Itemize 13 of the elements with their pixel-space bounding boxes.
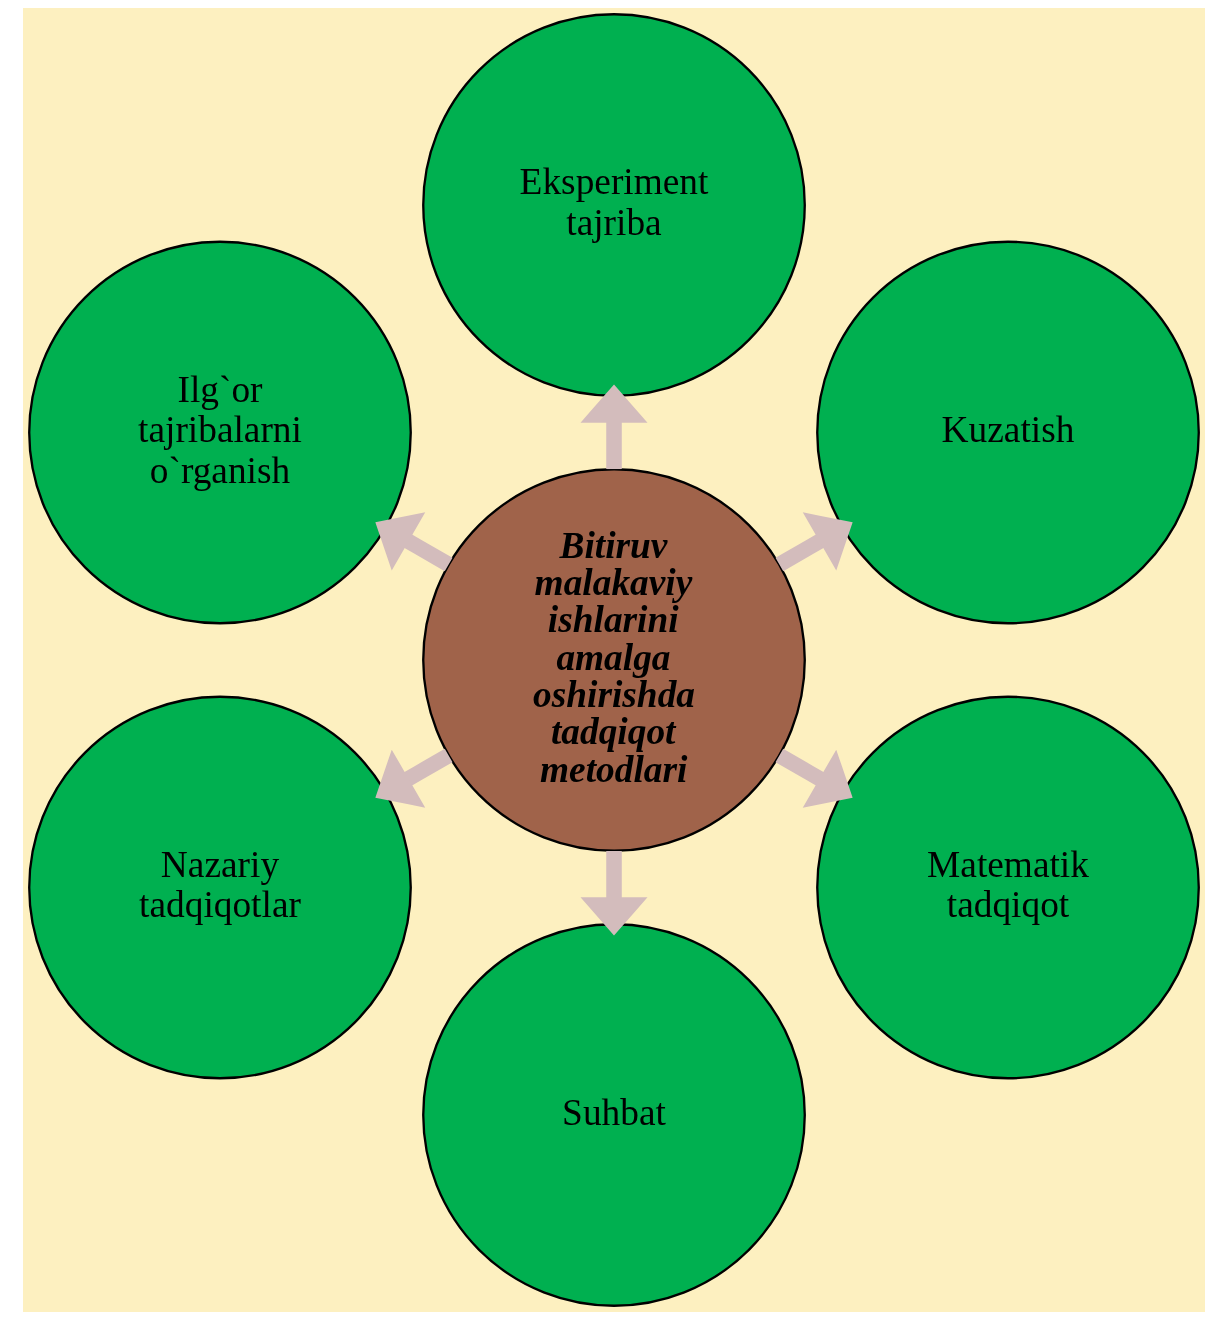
node-circle: Bitiruv malakaviy ishlarini amalga oshirishda tadqiqot metodlari [421, 468, 806, 852]
node-circle: Eksperiment tajriba [421, 13, 806, 397]
arrow [374, 512, 452, 572]
arrow [580, 851, 647, 936]
node-circle: Suhbat [421, 923, 806, 1307]
node-circle: Kuzatish [815, 240, 1200, 625]
arrow [374, 748, 452, 808]
arrow [580, 384, 647, 470]
arrow [775, 512, 853, 572]
node-circle: Matematik tadqiqot [815, 695, 1200, 1080]
arrow [775, 748, 853, 808]
node-circle: Ilg`or tajribalarni o`rganish [27, 240, 412, 625]
node-circle: Nazariy tadqiqotlar [27, 695, 412, 1080]
